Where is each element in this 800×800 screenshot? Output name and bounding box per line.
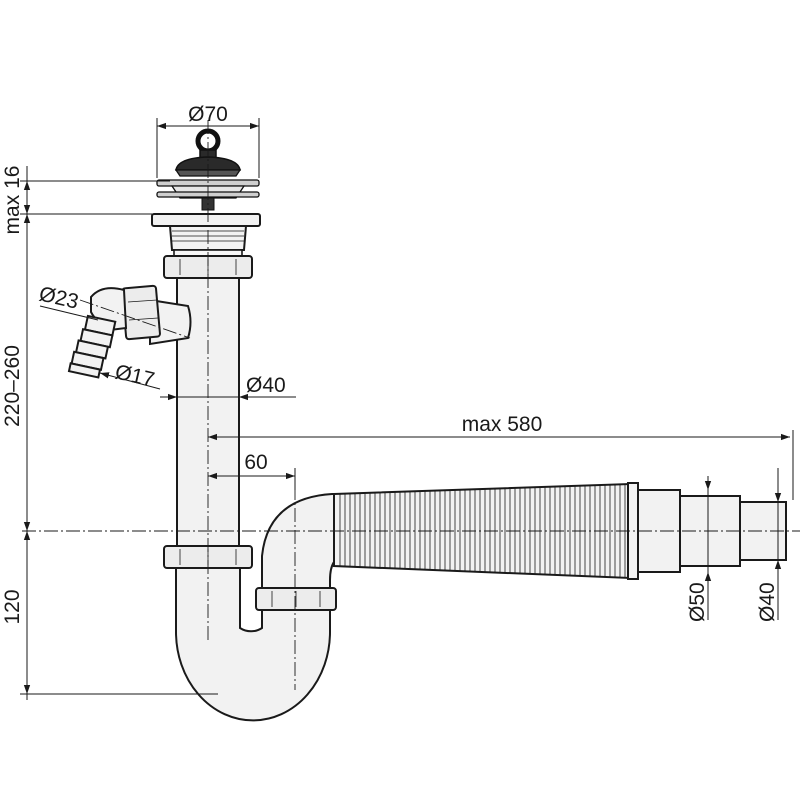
outlet-large-diameter-label: Ø50 [686,582,709,622]
offset-label: 60 [244,451,267,474]
pipe-diameter-label: Ø40 [246,374,286,397]
trap-height-label: 120 [1,589,24,624]
plug-diameter-label: Ø70 [188,103,228,126]
max-length-label: max 580 [462,413,543,436]
side-inlet [67,284,192,379]
top-height-label: max 16 [1,166,24,235]
trap-u-bend [175,493,347,722]
upper-union-nut [163,255,253,279]
trap-union-nut [255,587,337,611]
tube-height-label: 220–260 [1,345,24,427]
outlet-small-diameter-label: Ø40 [756,582,779,622]
drain-fitting [151,213,261,257]
inlet-inner-diameter-label: Ø17 [113,360,157,391]
inlet-outer-diameter-label: Ø23 [37,282,81,313]
